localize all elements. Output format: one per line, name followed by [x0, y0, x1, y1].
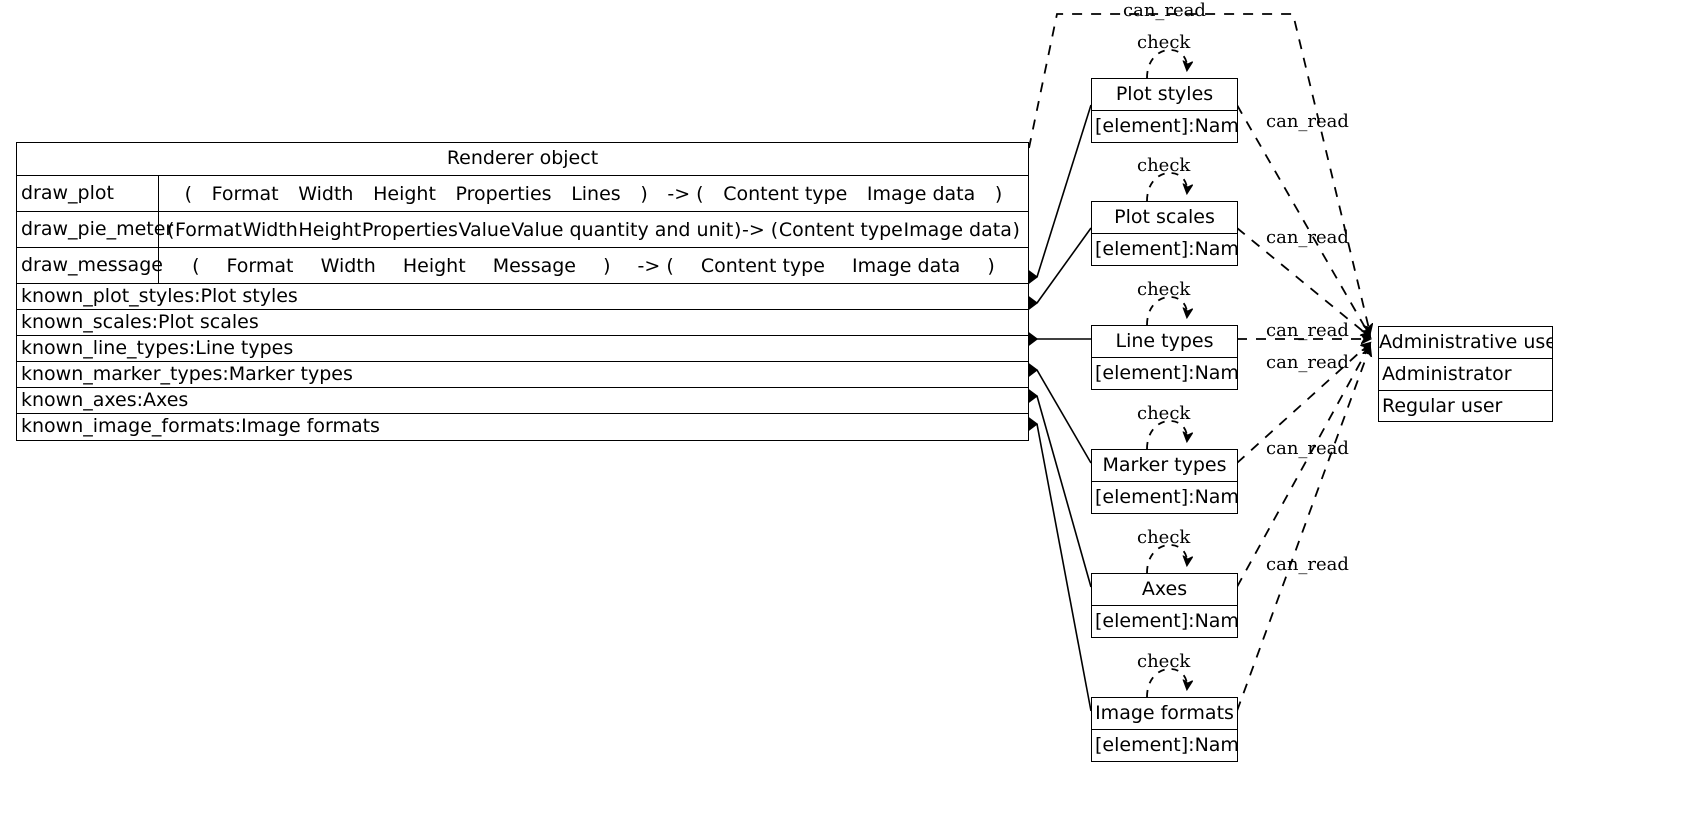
element-class-marker-types: Marker types [element]:Name	[1091, 449, 1238, 514]
element-class-plot-scales: Plot scales [element]:Name	[1091, 201, 1238, 266]
element-class-plot-styles: Plot styles [element]:Name	[1091, 78, 1238, 143]
element-title: Axes	[1092, 574, 1237, 606]
sig-token: (	[192, 254, 200, 277]
element-class-line-types: Line types [element]:Name	[1091, 325, 1238, 390]
element-attribute: [element]:Name	[1095, 238, 1237, 260]
sig-token: )	[733, 218, 742, 241]
sig-token: )	[994, 182, 1003, 205]
attribute-row: known_scales:Plot scales	[17, 310, 1028, 336]
sig-token: (	[167, 218, 175, 241]
sig-token: )	[640, 182, 648, 205]
sig-token: )	[1012, 218, 1020, 241]
sig-token: Lines	[571, 182, 621, 205]
edge-label-check-plot-styles: check	[1137, 32, 1191, 53]
element-class-axes: Axes [element]:Name	[1091, 573, 1238, 638]
sig-token: Width	[320, 254, 376, 277]
sig-token: Value quantity and unit	[511, 218, 734, 241]
element-attribute: [element]:Name	[1095, 610, 1237, 632]
method-signature: ( Format Width Height Message ) -> ( Con…	[159, 248, 1028, 283]
composition-edges	[1036, 104, 1092, 712]
edge-label-can-read-line-types: can_read	[1266, 320, 1349, 341]
attribute-row: known_image_formats:Image formats	[21, 415, 380, 437]
sig-arrow: -> (	[637, 254, 674, 277]
method-signature: ( Format Width Height Properties Value V…	[159, 212, 1028, 247]
edge-label-check-marker-types: check	[1137, 403, 1191, 424]
method-row-draw-message: draw_message ( Format Width Height Messa…	[17, 248, 1028, 284]
method-name: draw_plot	[17, 176, 159, 211]
edge-label-check-axes: check	[1137, 527, 1191, 548]
edge-label-can-read-plot-scales: can_read	[1266, 227, 1349, 248]
sig-token: Image data	[851, 254, 961, 277]
renderer-object-class: Renderer object draw_plot ( Format Width…	[16, 142, 1029, 441]
element-title: Line types	[1092, 326, 1237, 358]
sig-token: Properties	[361, 218, 458, 241]
element-title: Plot styles	[1092, 79, 1237, 111]
attribute-row: known_plot_styles:Plot styles	[17, 284, 1028, 310]
sig-token: Height	[373, 182, 436, 205]
sig-token: Width	[242, 218, 298, 241]
edge-label-check-plot-scales: check	[1137, 155, 1191, 176]
actor-title: Administrative user	[1379, 327, 1552, 359]
sig-token: Message	[492, 254, 576, 277]
edge-label-check-image-formats: check	[1137, 651, 1191, 672]
sig-arrow: -> (	[667, 182, 704, 205]
sig-token: Content type	[778, 218, 903, 241]
sig-token: Properties	[455, 182, 552, 205]
method-name: draw_message	[17, 248, 163, 283]
sig-token: Content type	[723, 182, 848, 205]
edge-label-check-line-types: check	[1137, 279, 1191, 300]
edge-label-can-read-top: can_read	[1123, 0, 1206, 21]
element-class-image-formats: Image formats [element]:Name	[1091, 697, 1238, 762]
edge-label-can-read-renderer: can_read	[1266, 352, 1349, 373]
method-row-draw-plot: draw_plot ( Format Width Height Properti…	[17, 176, 1028, 212]
element-attribute: [element]:Name	[1095, 115, 1237, 137]
sig-token: )	[603, 254, 611, 277]
attribute-row: known_line_types:Line types	[17, 336, 1028, 362]
element-attribute: [element]:Name	[1095, 734, 1237, 756]
method-signature: ( Format Width Height Properties Lines )…	[159, 176, 1028, 211]
element-attribute: [element]:Name	[1095, 362, 1237, 384]
sig-token: )	[987, 254, 995, 277]
administrative-user-class: Administrative user Administrator Regula…	[1378, 326, 1553, 422]
sig-arrow: -> (	[741, 218, 779, 241]
edge-label-can-read-plot-styles: can_read	[1266, 111, 1349, 132]
actor-role: Administrator	[1382, 363, 1512, 385]
sig-token: Height	[298, 218, 362, 241]
sig-token: Value	[458, 218, 511, 241]
sig-token: Width	[298, 182, 354, 205]
attribute-row: known_axes:Axes	[17, 388, 1028, 414]
sig-token: Image data	[903, 218, 1012, 241]
method-name: draw_pie_meter	[17, 212, 173, 247]
edge-label-can-read-axes: can_read	[1266, 554, 1349, 575]
sig-token: Height	[402, 254, 466, 277]
element-attribute: [element]:Name	[1095, 486, 1237, 508]
sig-token: Content type	[700, 254, 825, 277]
element-title: Marker types	[1092, 450, 1237, 482]
edge-label-can-read-marker-types: can_read	[1266, 438, 1349, 459]
sig-token: Format	[226, 254, 294, 277]
sig-token: (	[184, 182, 193, 205]
actor-role: Regular user	[1379, 390, 1552, 421]
element-title: Image formats	[1092, 698, 1237, 730]
method-row-draw-pie-meter: draw_pie_meter ( Format Width Height Pro…	[17, 212, 1028, 248]
renderer-title: Renderer object	[17, 143, 1028, 176]
sig-token: Format	[211, 182, 279, 205]
sig-token: Format	[175, 218, 242, 241]
element-title: Plot scales	[1092, 202, 1237, 234]
attribute-row: known_marker_types:Marker types	[17, 362, 1028, 388]
sig-token: Image data	[866, 182, 976, 205]
